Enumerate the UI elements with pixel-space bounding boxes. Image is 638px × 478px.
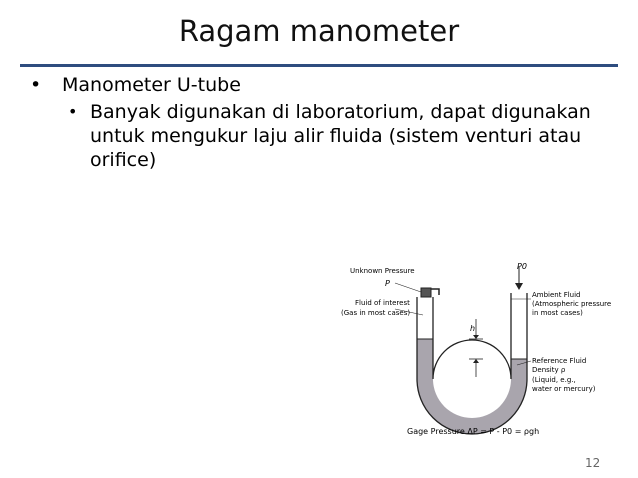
leader-fluid-of-interest	[394, 308, 424, 316]
label-ambient-2: (Atmospheric pressure	[532, 300, 611, 308]
label-gage-pressure: Gage Pressure ΔP = P - P0 = ρgh	[407, 427, 539, 436]
leader-unknown-pressure	[394, 282, 422, 293]
u-tube-inner-wall	[432, 293, 512, 380]
h-arrowhead-up	[473, 359, 479, 363]
label-h: h	[470, 324, 475, 333]
inlet-pipe	[431, 288, 440, 295]
label-fluid-interest-1: Fluid of interest	[355, 299, 410, 307]
page-number: 12	[585, 456, 601, 470]
title-divider	[20, 64, 618, 67]
bullet-text: Manometer U-tube	[62, 74, 241, 96]
bullet-text: Banyak digunakan di laboratorium, dapat …	[90, 101, 591, 171]
label-fluid-interest-2: (Gas in most cases)	[341, 309, 410, 317]
h-arrowhead-down	[473, 335, 479, 339]
slide-title: Ragam manometer	[178, 14, 460, 48]
label-ambient-1: Ambient Fluid	[532, 291, 581, 299]
label-ref-1: Reference Fluid	[532, 357, 586, 365]
bullet-marker: •	[30, 74, 42, 96]
label-ref-4: water or mercury)	[532, 385, 596, 393]
bullet-marker: •	[68, 102, 78, 121]
label-p: P	[385, 279, 390, 288]
label-ref-2: Density ρ	[532, 366, 566, 374]
u-tube-manometer-diagram: Unknown Pressure P Fluid of interest (Ga…	[341, 262, 611, 436]
pressure-port	[420, 287, 432, 298]
label-ambient-3: in most cases)	[532, 309, 583, 317]
p0-arrowhead	[515, 283, 523, 290]
u-tube-outer-wall	[416, 293, 528, 435]
label-p0: P0	[517, 262, 527, 271]
label-unknown-pressure: Unknown Pressure	[350, 267, 415, 275]
label-ref-3: (Liquid, e.g.,	[532, 376, 576, 384]
reference-fluid	[417, 339, 527, 434]
leader-reference-fluid	[516, 360, 532, 366]
